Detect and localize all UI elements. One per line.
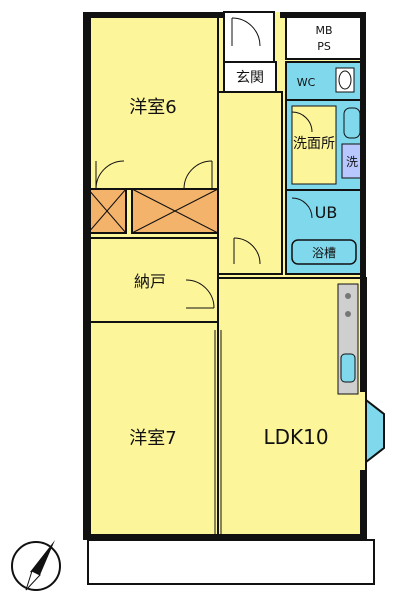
wall-bottom bbox=[83, 534, 366, 540]
door-swing-entrance bbox=[231, 17, 261, 47]
room-label-washroom: 洗面所 bbox=[293, 136, 335, 152]
bathtub-shape bbox=[291, 239, 357, 265]
room-label-western-1: 洋室6 bbox=[129, 97, 176, 118]
balcony bbox=[87, 539, 375, 585]
room-western-1 bbox=[87, 16, 219, 190]
wall-left bbox=[83, 12, 91, 540]
door-swing-storage bbox=[185, 279, 215, 309]
hallway bbox=[217, 91, 283, 275]
room-label-entrance: 玄関 bbox=[236, 69, 264, 86]
room-label-wc: WC bbox=[297, 76, 316, 89]
door-swing-washroom bbox=[291, 111, 313, 133]
wall-right-upper bbox=[360, 12, 366, 392]
wall-top-right bbox=[280, 12, 366, 18]
room-western-2 bbox=[87, 321, 219, 541]
bay-window bbox=[365, 397, 385, 465]
north-arrow-icon bbox=[11, 540, 61, 591]
stove-burner-icon bbox=[345, 293, 351, 299]
room-label-ps: PS bbox=[317, 40, 331, 53]
room-label-bathtub: 浴槽 bbox=[312, 246, 336, 260]
meter-box bbox=[285, 16, 363, 60]
kitchen-sink-icon bbox=[340, 353, 356, 383]
wall-top-left bbox=[83, 12, 223, 18]
door-swing-room1b bbox=[183, 160, 213, 190]
door-swing-hall bbox=[233, 237, 261, 265]
room-label-western-2: 洋室7 bbox=[129, 428, 176, 449]
room-label-ldk: LDK10 bbox=[263, 425, 328, 449]
door-swing-bath bbox=[291, 197, 313, 219]
washroom-floor bbox=[291, 105, 337, 185]
room-label-ub: UB bbox=[315, 203, 338, 222]
sink-icon bbox=[343, 107, 361, 139]
room-label-mb: MB bbox=[315, 24, 332, 37]
toilet-icon bbox=[335, 67, 355, 93]
stove-burner-icon bbox=[345, 311, 351, 317]
entrance-area bbox=[223, 61, 277, 93]
room-label-washer: 洗 bbox=[346, 155, 358, 169]
wall-right-lower bbox=[360, 470, 366, 540]
room-label-storage: 納戸 bbox=[134, 272, 166, 291]
